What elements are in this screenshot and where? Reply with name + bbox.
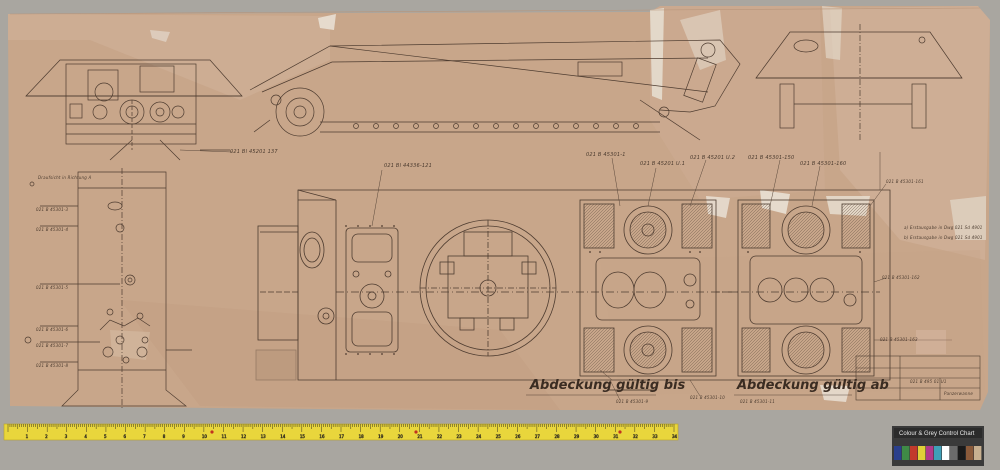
label-bottom-3: 021 B 45301-11 bbox=[740, 399, 775, 404]
scale-number: 8 bbox=[163, 434, 166, 439]
revision-line-2: b) Erstausgabe in Dwg 021 Sd 4901 bbox=[904, 235, 983, 240]
scale-number: 23 bbox=[457, 434, 463, 439]
label-left-1: 021 Bl 45201 137 bbox=[230, 149, 278, 155]
label-bottom-2: 021 B 45301-10 bbox=[690, 395, 725, 400]
scale-number: 25 bbox=[496, 434, 502, 439]
colour-patch bbox=[942, 446, 950, 460]
scale-number: 26 bbox=[515, 434, 521, 439]
scale-number: 6 bbox=[124, 434, 127, 439]
title-underlines bbox=[526, 389, 852, 396]
colour-chart-title: Colour & Grey Control Chart bbox=[899, 431, 975, 437]
validity-title-left: Abdeckung gültig bis bbox=[530, 378, 686, 393]
scale-number: 20 bbox=[398, 434, 404, 439]
scale-number: 13 bbox=[261, 434, 267, 439]
label-top-4: 021 B 45301-150 bbox=[748, 155, 795, 161]
paper-sheet bbox=[8, 6, 990, 410]
label-left-6: 021 B 45301-7 bbox=[36, 343, 69, 348]
colour-patch bbox=[926, 446, 934, 460]
scale-number: 30 bbox=[594, 434, 600, 439]
label-right-3: 021 B 45301-163 bbox=[880, 337, 918, 342]
label-right-2: 021 B 45301-162 bbox=[882, 275, 920, 280]
scale-number: 34 bbox=[672, 434, 678, 439]
label-bottom-1: 021 B 45301-9 bbox=[616, 399, 649, 404]
colour-patch bbox=[918, 446, 926, 460]
colour-patch bbox=[934, 446, 942, 460]
scale-number: 3 bbox=[65, 434, 68, 439]
scale-number: 18 bbox=[359, 434, 365, 439]
scale-number: 28 bbox=[554, 434, 560, 439]
label-mid-1: 021 Bl 44336-121 bbox=[384, 163, 432, 169]
label-left-7: 021 B 45301-8 bbox=[36, 363, 69, 368]
scale-number: 2 bbox=[45, 434, 48, 439]
revision-line-1: a) Erstausgabe in Dwg 021 Sd 4901 bbox=[904, 225, 983, 230]
label-left-5: 021 B 45301-6 bbox=[36, 327, 69, 332]
floor-plate-view bbox=[24, 168, 192, 408]
scale-number: 27 bbox=[535, 434, 541, 439]
label-top-5: 021 B 45301-160 bbox=[800, 161, 847, 167]
scale-number: 1 bbox=[26, 434, 29, 439]
scale-number: 19 bbox=[378, 434, 384, 439]
scale-number: 33 bbox=[652, 434, 658, 439]
validity-title-right: Abdeckung gültig ab bbox=[737, 378, 889, 393]
scale-number: 11 bbox=[221, 434, 227, 439]
hull-side-view bbox=[249, 39, 741, 141]
label-top-1: 021 B 45301-1 bbox=[586, 152, 626, 158]
scale-number: 24 bbox=[476, 434, 482, 439]
label-top-2: 021 B 45201 U.1 bbox=[640, 161, 686, 167]
colour-patch bbox=[958, 446, 966, 460]
label-left-4: 021 B 45301-5 bbox=[36, 285, 69, 290]
scale-number: 21 bbox=[417, 434, 423, 439]
rear-hull-view bbox=[25, 59, 243, 161]
colour-control-chart bbox=[892, 426, 984, 466]
scale-number: 31 bbox=[613, 434, 619, 439]
scale-number: 7 bbox=[143, 434, 146, 439]
colour-patch bbox=[974, 446, 982, 460]
scale-number: 17 bbox=[339, 434, 345, 439]
scale-number: 10 bbox=[202, 434, 208, 439]
scale-number: 16 bbox=[319, 434, 325, 439]
colour-patch bbox=[966, 446, 974, 460]
leader-lines bbox=[179, 149, 887, 401]
title-block-number: 021 B 495 01 U1 bbox=[910, 379, 947, 384]
title-block bbox=[855, 330, 981, 401]
scale-number: 5 bbox=[104, 434, 107, 439]
hull-plan-view bbox=[255, 189, 891, 381]
superstructure-view bbox=[755, 24, 963, 140]
label-top-3: 021 B 45201 U.2 bbox=[690, 155, 736, 161]
colour-patch bbox=[902, 446, 910, 460]
scale-number: 32 bbox=[633, 434, 639, 439]
colour-patch bbox=[910, 446, 918, 460]
title-block-stamp: Panzerwanne bbox=[944, 391, 974, 396]
scale-number: 9 bbox=[182, 434, 185, 439]
scale-number: 14 bbox=[280, 434, 286, 439]
label-left-2: 021 B 45301-3 bbox=[36, 207, 69, 212]
scale-number: 12 bbox=[241, 434, 247, 439]
label-right-1: 021 B 45301-161 bbox=[886, 179, 924, 184]
label-left-3: 021 B 45301-4 bbox=[36, 227, 69, 232]
scale-number: 29 bbox=[574, 434, 580, 439]
scale-number: 15 bbox=[300, 434, 306, 439]
colour-patch bbox=[894, 446, 902, 460]
scale-number: 4 bbox=[84, 434, 87, 439]
colour-patch bbox=[950, 446, 958, 460]
scale-number: 22 bbox=[437, 434, 443, 439]
corner-note: Draufsicht in Richtung A bbox=[38, 175, 92, 180]
